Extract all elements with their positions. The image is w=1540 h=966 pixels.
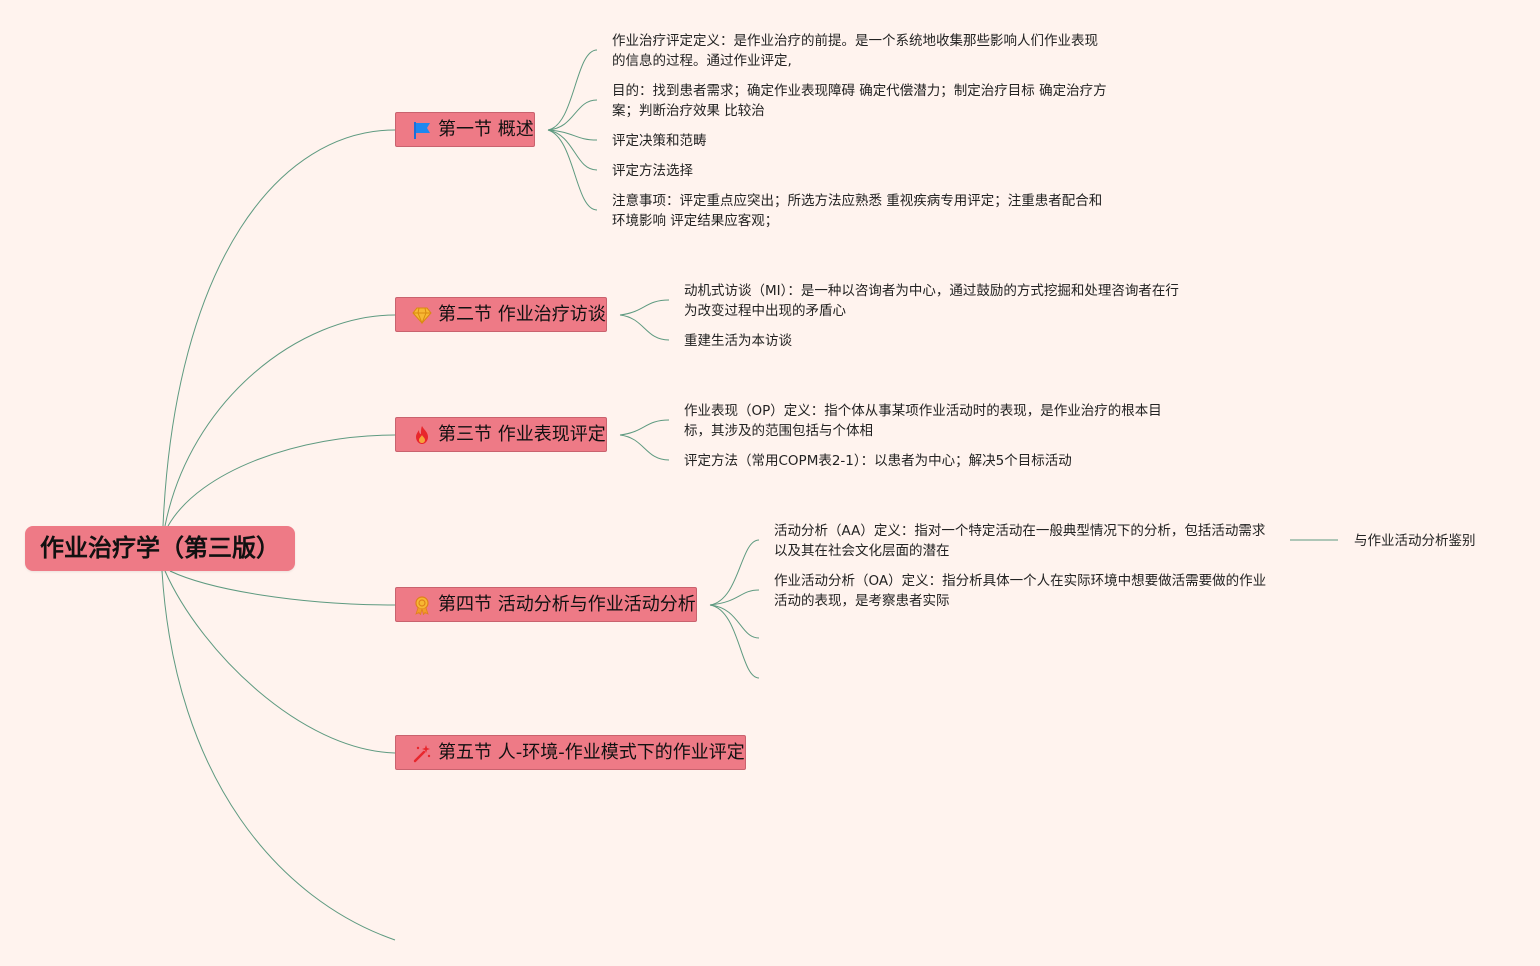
section-1-item-5[interactable]: 注意事项：评定重点应突出；所选方法应熟悉 重视疾病专用评定；注重患者配合和环境影… [612, 193, 1103, 229]
section-3-node[interactable]: 第三节 作业表现评定 [395, 417, 607, 452]
section-1-label: 第一节 概述 [438, 119, 534, 140]
section-3-item-1[interactable]: 作业表现（OP）定义：指个体从事某项作业活动时的表现，是作业治疗的根本目标，其涉… [684, 403, 1162, 439]
section-2-label: 第二节 作业治疗访谈 [438, 304, 606, 325]
section-2-link-2 [619, 314, 670, 341]
root-topic[interactable]: 作业治疗学（第三版） [25, 526, 295, 571]
section-2-link-1 [619, 299, 670, 316]
root-link-5 [164, 570, 396, 754]
section-1-item-3[interactable]: 评定决策和范畴 [612, 133, 707, 149]
section-5-node[interactable]: 第五节 人-环境-作业模式下的作业评定 [395, 735, 746, 770]
medal-icon [412, 595, 432, 615]
section-3-link-1 [619, 419, 670, 436]
section-4-link-2 [709, 589, 760, 606]
section-2-node[interactable]: 第二节 作业治疗访谈 [395, 297, 607, 332]
section-1-link-5 [547, 129, 598, 211]
section-4-link-1 [709, 539, 760, 606]
section-1-node[interactable]: 第一节 概述 [395, 112, 535, 147]
section-4-link-4 [709, 604, 760, 679]
section-4-sub-item[interactable]: 与作业活动分析鉴别 [1354, 533, 1476, 549]
section-3-label: 第三节 作业表现评定 [438, 424, 606, 445]
section-5-label: 第五节 人-环境-作业模式下的作业评定 [438, 742, 745, 763]
section-1-link-2 [547, 99, 598, 131]
section-3-item-2[interactable]: 评定方法（常用COPM表2-1）：以患者为中心；解决5个目标活动 [684, 453, 1072, 469]
root-link-2 [164, 314, 396, 527]
section-1-item-4[interactable]: 评定方法选择 [612, 163, 693, 179]
section-4-label: 第四节 活动分析与作业活动分析 [438, 594, 696, 615]
blue-flag-icon [412, 120, 432, 140]
section-1-link-3 [547, 129, 598, 141]
section-1-link-4 [547, 129, 598, 171]
section-1-link-1 [547, 49, 598, 131]
section-4-item-2[interactable]: 作业活动分析（OA）定义：指分析具体一个人在实际环境中想要做活需要做的作业活动的… [774, 573, 1267, 609]
section-4-item-1[interactable]: 活动分析（AA）定义：指对一个特定活动在一般典型情况下的分析，包括活动需求以及其… [774, 523, 1266, 559]
section-4-node[interactable]: 第四节 活动分析与作业活动分析 [395, 587, 697, 622]
section-3-link-2 [619, 434, 670, 461]
root-link-6 [161, 570, 396, 941]
section-1-item-2[interactable]: 目的：找到患者需求；确定作业表现障碍 确定代偿潜力；制定治疗目标 确定治疗方案；… [612, 83, 1107, 119]
diamond-icon [412, 305, 432, 325]
root-link-3 [167, 434, 396, 527]
section-1-item-1[interactable]: 作业治疗评定定义：是作业治疗的前提。是一个系统地收集那些影响人们作业表现的信息的… [612, 33, 1098, 69]
root-link-4 [169, 570, 396, 606]
section-2-item-1[interactable]: 动机式访谈（MI）：是一种以咨询者为中心，通过鼓励的方式挖掘和处理咨询者在行为改… [684, 283, 1179, 319]
magic-wand-icon [412, 743, 432, 763]
fire-icon [412, 425, 432, 445]
section-4-link-3 [709, 604, 760, 639]
section-2-item-2[interactable]: 重建生活为本访谈 [684, 333, 792, 349]
root-link-1 [162, 129, 396, 527]
